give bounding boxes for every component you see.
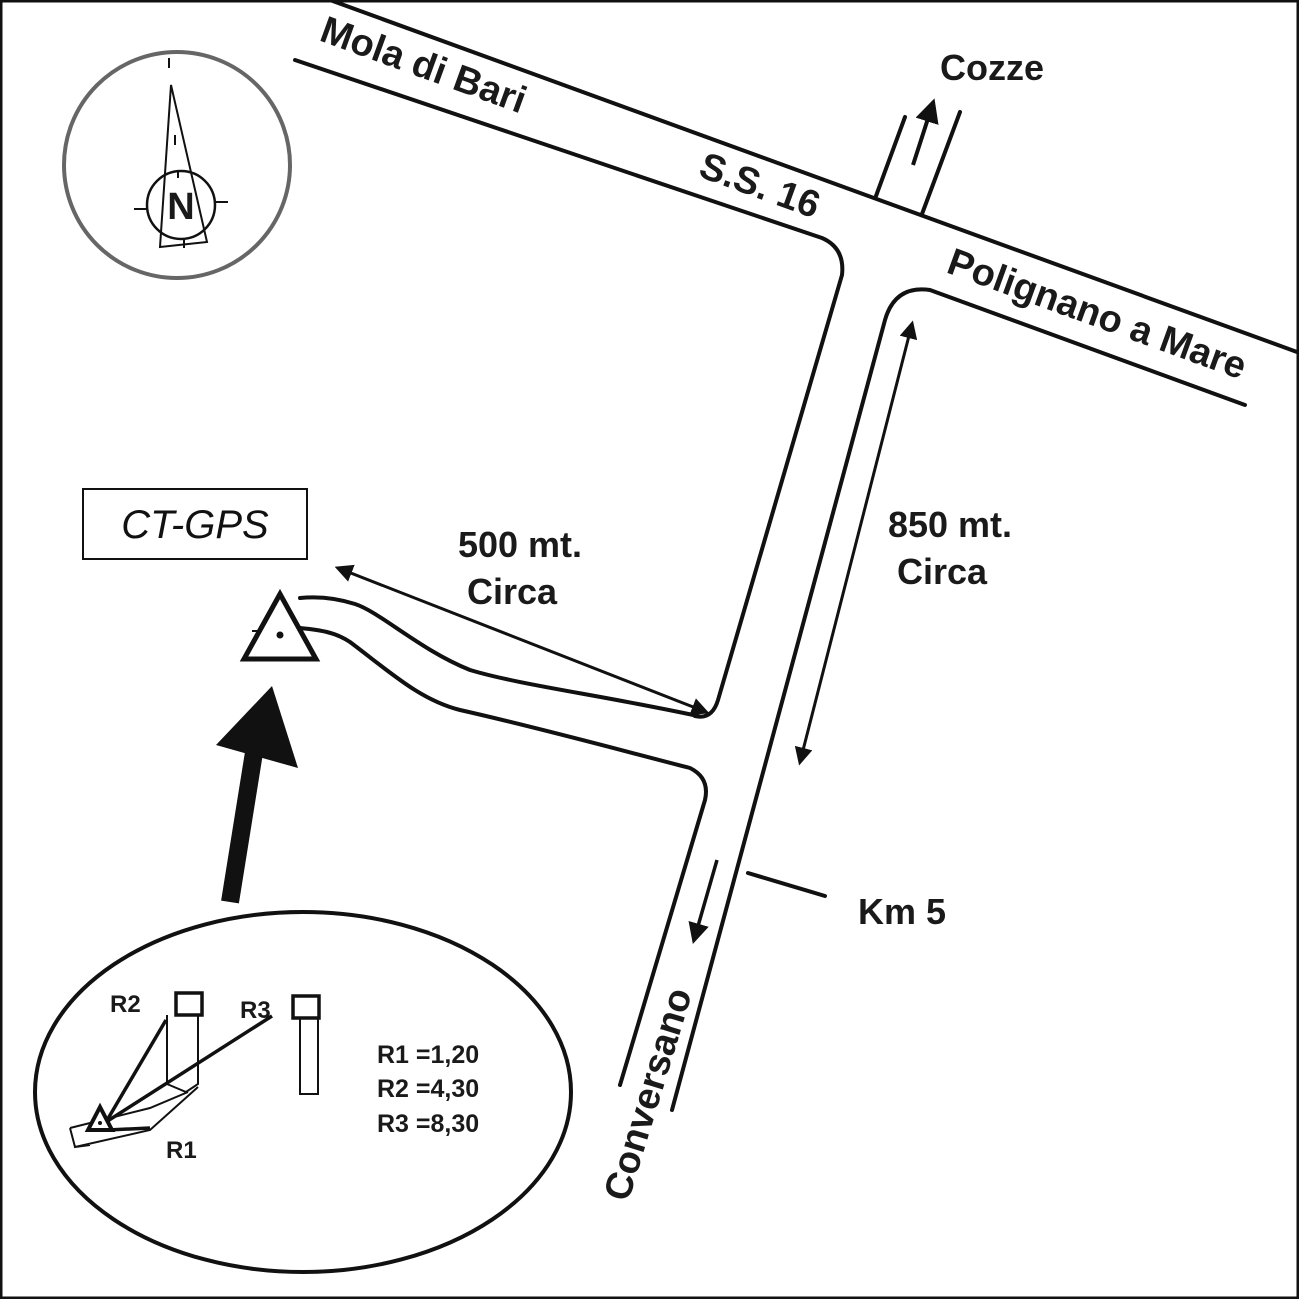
inset-label-r2: R2 <box>110 991 141 1018</box>
inset-label-r1: R1 <box>166 1137 197 1164</box>
compass-north-letter: N <box>167 186 194 228</box>
reference-point-r2-icon <box>174 991 204 1017</box>
cozze-road-west-edge <box>874 115 907 198</box>
inset-label-r3: R3 <box>240 997 271 1024</box>
cozze-road-east-edge <box>920 110 962 216</box>
distance-500m-arrow-icon <box>334 564 710 716</box>
main-road-east-edge <box>670 287 1247 1112</box>
inset-value-r2: R2 =4,30 <box>377 1075 479 1103</box>
gps-station-triangle-icon <box>239 588 321 662</box>
compass-rose-icon: N <box>62 50 292 280</box>
distance-850m-arrow-icon <box>794 320 918 766</box>
inset-station-triangle-icon <box>84 1102 116 1132</box>
distance-500m-circa-label: Circa <box>467 571 558 612</box>
km-marker-label: Km 5 <box>858 891 946 932</box>
reference-point-r3-icon <box>291 994 321 1020</box>
conversano-direction-arrow-icon <box>688 859 719 945</box>
station-label-box <box>82 488 308 560</box>
station-label: CT-GPS <box>121 503 269 547</box>
inset-value-r1: R1 =1,20 <box>377 1041 479 1069</box>
reference-points-inset: R2 R3 R1 R1 =1,20 R2 =4,30 R3 =8,30 <box>33 910 573 1274</box>
inset-value-r3: R3 =8,30 <box>377 1110 479 1138</box>
station-pointer-arrow-icon <box>216 686 298 904</box>
road-label-cozze: Cozze <box>940 47 1044 88</box>
distance-500m-label: 500 mt. <box>458 524 582 565</box>
distance-850m-circa-label: Circa <box>897 551 988 592</box>
main-road-west-edge <box>293 58 845 719</box>
distance-850m-label: 850 mt. <box>888 504 1012 545</box>
cozze-direction-arrow-icon <box>911 98 939 166</box>
ss16-north-edge <box>328 0 1299 354</box>
km-marker-line <box>746 871 827 898</box>
